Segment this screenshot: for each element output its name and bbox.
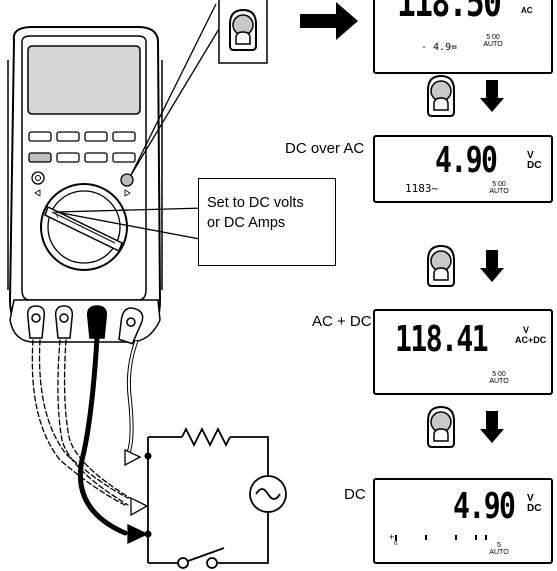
- display-dc-over-ac-unit: V DC: [527, 151, 541, 171]
- display-top-unit: AC: [521, 6, 533, 15]
- display-ac-plus-dc-range: 5 00 AUTO: [487, 371, 511, 385]
- probe-leads: [31, 335, 138, 536]
- callout-lines: [55, 3, 235, 241]
- press-button-icon: [229, 9, 257, 51]
- right-arrow-icon: [300, 2, 358, 40]
- bargraph-tick: [395, 535, 397, 541]
- circuit: [147, 426, 287, 569]
- meter-screen: [27, 45, 141, 115]
- range-bottom: AUTO: [489, 188, 509, 195]
- range-bottom: AUTO: [489, 549, 509, 556]
- resistor-icon: [181, 426, 231, 448]
- unit-top: V: [527, 150, 534, 161]
- down-arrow-icon: [480, 80, 504, 112]
- display-top-main: 118.50: [397, 0, 502, 26]
- press-button-icon: [427, 245, 455, 287]
- switch-icon: [187, 547, 225, 562]
- display-top: 118.50 AC - 4.9= 5 00 AUTO: [373, 0, 553, 74]
- down-arrow-icon: [480, 411, 504, 443]
- display-dc-over-ac: 4.90 V DC 1183~ 5 00 AUTO: [373, 135, 553, 203]
- bargraph-plus: +: [389, 532, 395, 542]
- unit-bottom: DC: [527, 503, 542, 514]
- dial-callout: Set to DC volts or DC Amps: [198, 178, 336, 266]
- range-top: 5 00: [486, 34, 500, 41]
- unit-top: V: [527, 493, 534, 504]
- range-bottom: AUTO: [483, 41, 503, 48]
- display-dc-over-ac-sub: 1183~: [405, 182, 439, 195]
- display-dc-bargraph: + 0: [389, 532, 499, 552]
- bargraph-zero: 0: [394, 541, 398, 547]
- unit-top: V: [523, 325, 530, 335]
- meter-button-row-1: [28, 131, 136, 142]
- bargraph-tick: [425, 535, 427, 540]
- callout-line-1: Set to DC volts: [207, 195, 304, 211]
- display-ac-plus-dc-main: 118.41: [395, 319, 489, 360]
- down-arrow-icon: [480, 250, 504, 282]
- probe-jacks: [26, 305, 144, 345]
- backlight-button-icon: [31, 171, 45, 185]
- mode-button-icon: [120, 173, 134, 187]
- unit-bottom: DC: [527, 160, 542, 171]
- bargraph-tick: [475, 535, 477, 540]
- probe-tip-red: [124, 448, 142, 467]
- probe-tip-black: [127, 523, 149, 545]
- display-top-sub: - 4.9=: [421, 42, 458, 53]
- display-dc-unit: V DC: [527, 494, 541, 514]
- callout-line-2: or DC Amps: [207, 215, 286, 231]
- rotary-dial: [40, 183, 128, 271]
- label-dc-over-ac: DC over AC: [285, 140, 365, 157]
- meter-button-row-2: [28, 152, 136, 163]
- unit-bottom: AC+DC: [515, 335, 547, 345]
- display-dc-over-ac-range: 5 00 AUTO: [487, 181, 511, 195]
- bargraph-tick: [455, 535, 457, 540]
- display-dc-over-ac-main: 4.90: [435, 140, 498, 181]
- label-dc: DC: [344, 486, 366, 503]
- display-ac-plus-dc-unit: V AC+DC: [515, 325, 546, 345]
- display-dc: 4.90 V DC + 0 5 AUTO: [373, 478, 553, 564]
- bargraph-tick: [485, 535, 487, 540]
- multimeter: [7, 26, 163, 345]
- display-ac-plus-dc: 118.41 V AC+DC 5 00 AUTO: [373, 309, 553, 395]
- press-button-icon: [427, 406, 455, 448]
- range-bottom: AUTO: [489, 378, 509, 385]
- range-top: 5: [497, 542, 501, 549]
- display-dc-main: 4.90: [453, 486, 516, 527]
- range-top: 5 00: [492, 371, 506, 378]
- display-top-range: 5 00 AUTO: [481, 34, 505, 48]
- range-top: 5 00: [492, 181, 506, 188]
- probe-tip-dashed: [130, 496, 149, 517]
- display-dc-range: 5 AUTO: [487, 542, 511, 556]
- label-ac-plus-dc: AC + DC: [312, 313, 372, 330]
- press-button-icon: [427, 75, 455, 117]
